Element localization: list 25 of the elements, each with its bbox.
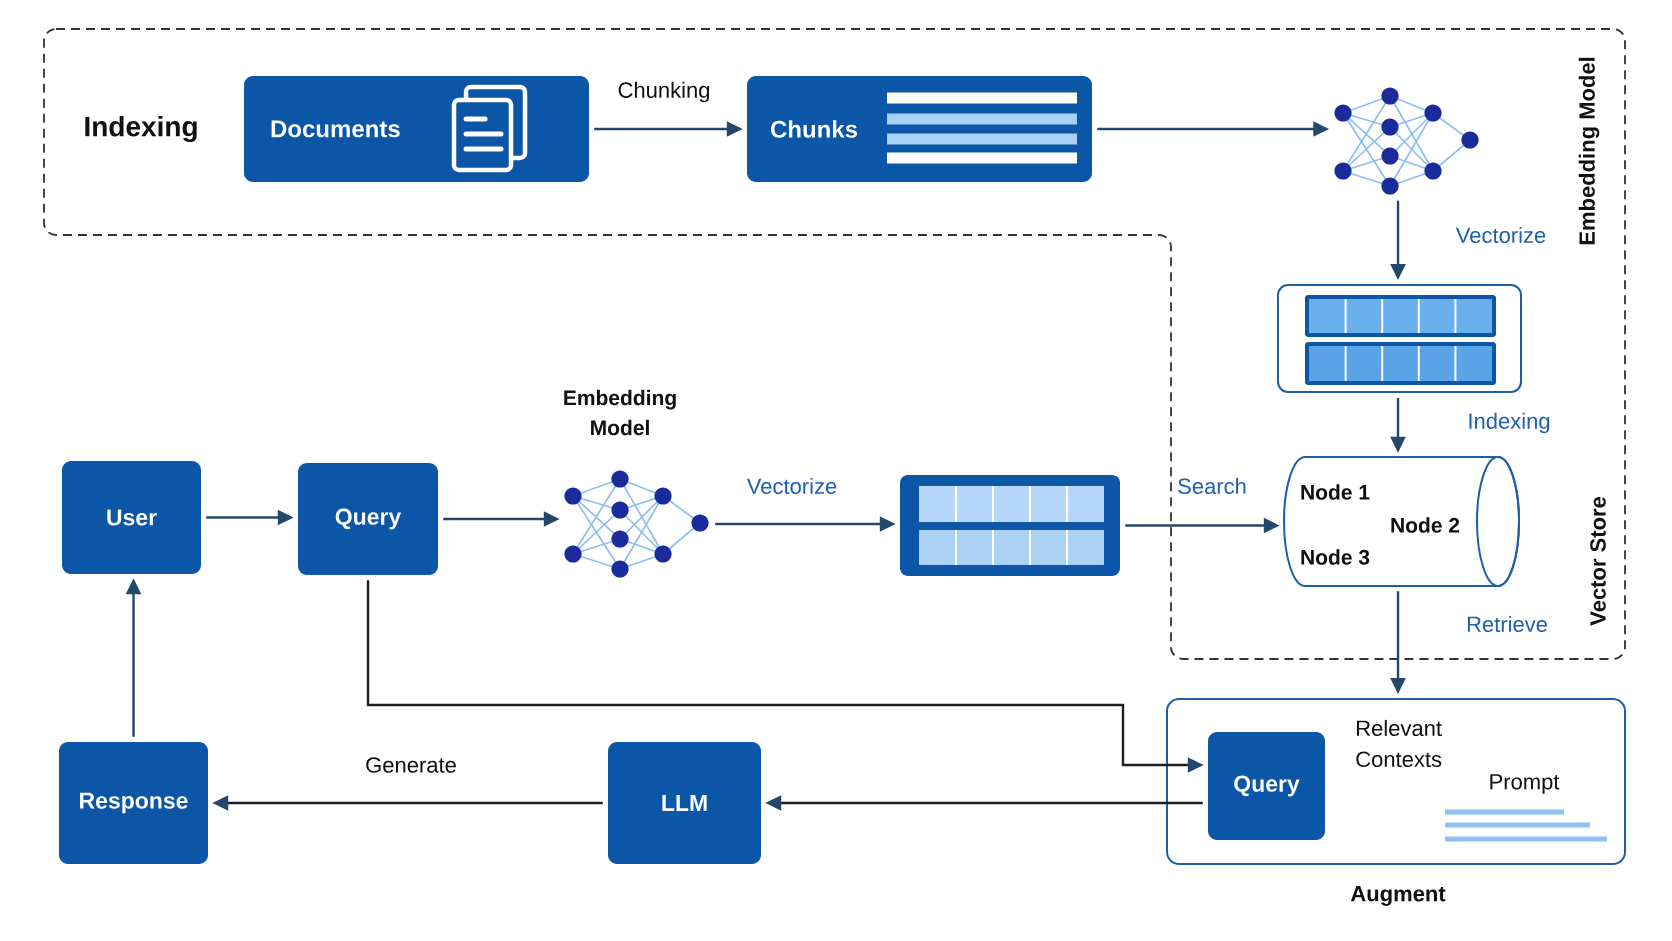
side-label: Embedding Model [1578,57,1600,245]
process-box: LLM [608,742,761,864]
side-label: Vector Store [1590,496,1606,626]
process-box: Response [59,742,208,864]
panel-caption: Augment [1350,886,1446,906]
edge-label: Chunking [615,79,713,105]
prompt-label: Prompt [1490,774,1560,794]
region-title: Indexing [85,115,197,143]
neural-network-icon [1334,87,1479,195]
vector-grid [1277,284,1522,393]
edge-label: Indexing [1465,410,1553,436]
model-label: Embedding Model [564,389,676,436]
process-box: Query [1208,732,1325,840]
cylinder-label: Node 3 [1301,549,1370,565]
process-box: Query [298,463,438,575]
edge-label: Vectorize [1453,224,1549,246]
edge-label: Vectorize [744,475,840,497]
cylinder-label: Node 2 [1391,517,1460,533]
edge-label: Generate [363,755,459,775]
context-label: Relevant Contexts [1356,719,1442,768]
vector-grid [900,475,1120,576]
cylinder-label: Node 1 [1301,484,1370,500]
edge-label: Retrieve [1464,613,1550,635]
process-box: User [62,461,201,574]
edge-label: Search [1175,475,1249,497]
